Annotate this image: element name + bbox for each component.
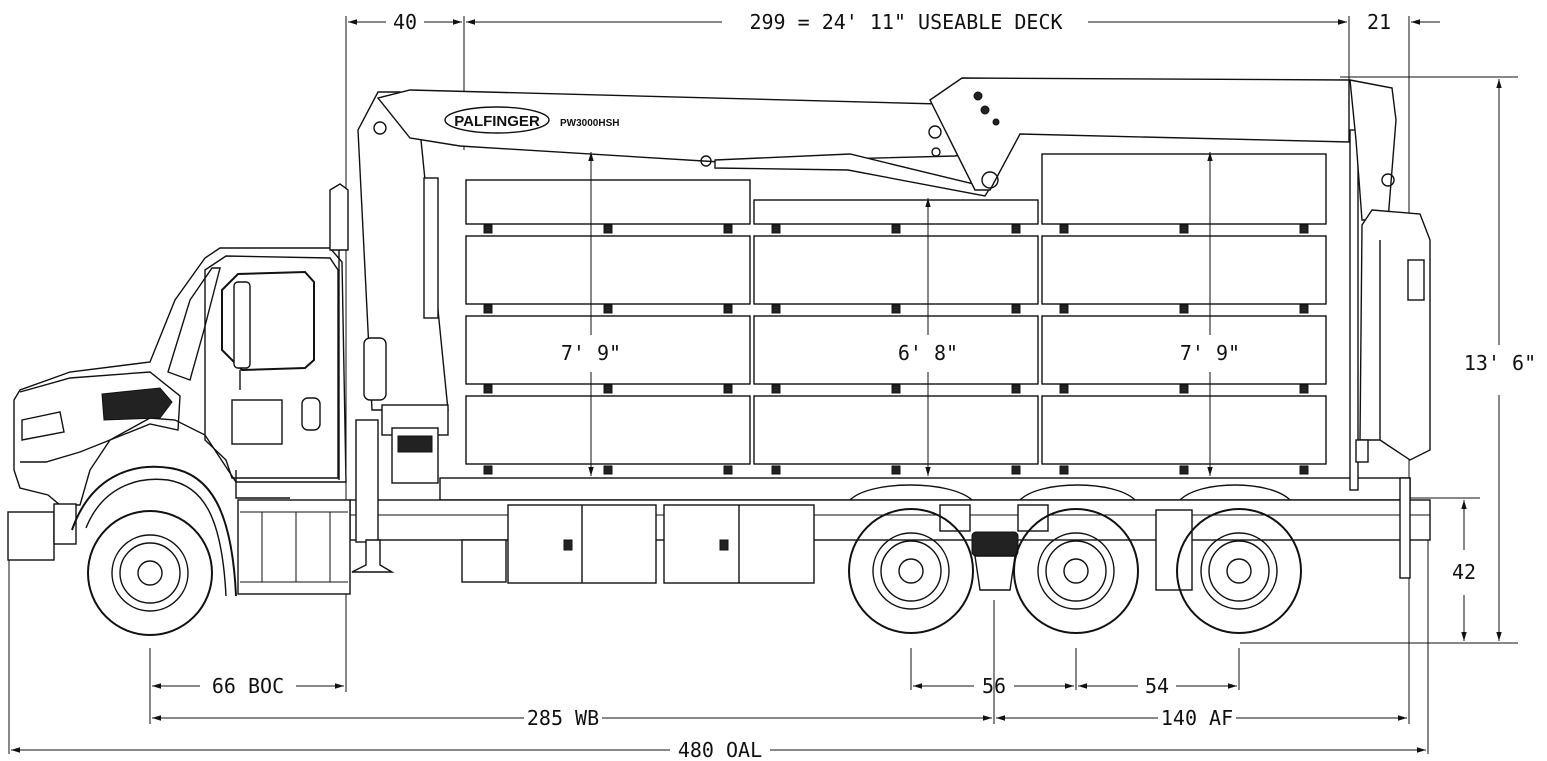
wheelbase-label: 285 WB <box>527 706 599 730</box>
after-frame-label: 140 AF <box>1161 706 1233 730</box>
middle-stack <box>753 199 1039 465</box>
side-toolboxes <box>461 504 815 584</box>
rear-wheel-3 <box>1176 508 1302 634</box>
fuel-tank-box <box>237 499 351 595</box>
front-stack <box>465 179 751 465</box>
rear-fenders <box>849 484 1291 501</box>
load-height-labels: 7' 9" 6' 8" 7' 9" <box>556 338 1247 368</box>
overall-length-label: 480 OAL <box>678 738 762 761</box>
dimension-lines <box>11 19 1502 753</box>
middle-stack-height-label: 6' 8" <box>898 341 958 365</box>
dimension-labels: 40 299 = 24' 11" USEABLE DECK 21 13' 6" … <box>212 10 1536 761</box>
front-stack-height-label: 7' 9" <box>561 341 621 365</box>
crane-brand-label: PALFINGER <box>454 113 540 130</box>
front-fender <box>71 465 237 597</box>
rear-overhang-label: 21 <box>1367 10 1391 34</box>
truck-cab <box>7 183 349 561</box>
front-overhang-label: 40 <box>393 10 417 34</box>
tandem-rear-label: 54 <box>1145 674 1169 698</box>
palfinger-crane: PALFINGER PW3000HSH <box>351 77 1350 573</box>
grapple-assembly <box>1349 79 1431 463</box>
dunnage-blocks <box>483 224 1309 475</box>
crane-model-label: PW3000HSH <box>560 118 619 129</box>
extension-lines <box>8 16 1518 754</box>
tandem-front-label: 56 <box>982 674 1006 698</box>
deck-height-label: 42 <box>1452 560 1476 584</box>
suspension <box>939 504 1193 591</box>
rear-wheel-2 <box>1013 508 1139 634</box>
front-wheel <box>87 510 213 636</box>
rear-stack <box>1041 153 1327 465</box>
rear-wheel-1 <box>848 508 974 634</box>
wheels <box>87 508 1302 636</box>
useable-deck-label: 299 = 24' 11" USEABLE DECK <box>749 10 1062 34</box>
boc-label: 66 BOC <box>212 674 284 698</box>
overall-height-label: 13' 6" <box>1464 351 1536 375</box>
rear-stack-height-label: 7' 9" <box>1180 341 1240 365</box>
load-stacks <box>465 152 1327 476</box>
